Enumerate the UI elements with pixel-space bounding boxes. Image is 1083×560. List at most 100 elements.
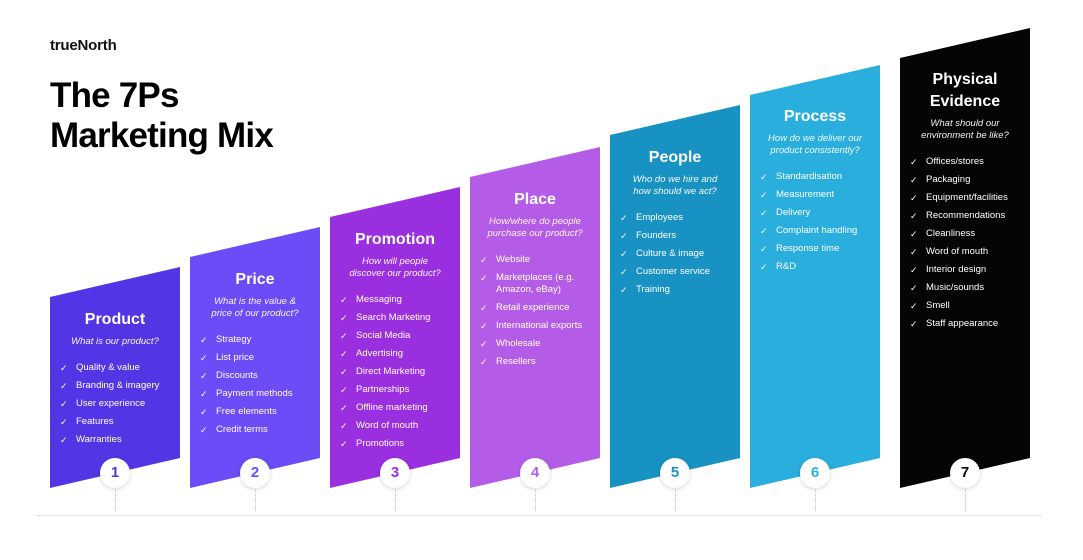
column-title-line-1: Process — [783, 108, 847, 125]
column-question: What is our product? — [71, 336, 159, 347]
checklist-item: Staff appearance — [908, 318, 1030, 330]
step-number-badge: 5 — [660, 458, 690, 488]
column-title: Process — [750, 106, 880, 128]
checklist-item: Packaging — [908, 174, 1030, 186]
checklist-item: Branding & imagery — [58, 380, 180, 392]
dotted-connector — [675, 490, 676, 512]
checklist-item: Direct Marketing — [338, 366, 460, 378]
step-number-badge: 3 — [380, 458, 410, 488]
column-question: What should our environment be like? — [921, 118, 1009, 141]
checklist-item: Response time — [758, 243, 880, 255]
checklist-item: Features — [58, 416, 180, 428]
checklist-item: Culture & image — [618, 248, 740, 260]
checklist-item: Offline marketing — [338, 402, 460, 414]
dotted-connector — [965, 490, 966, 512]
checklist-item: Standardisation — [758, 171, 880, 183]
checklist-item: Recommendations — [908, 210, 1030, 222]
checklist-item: Complaint handling — [758, 225, 880, 237]
checklist-item: Offices/stores — [908, 156, 1030, 168]
column-title: Place — [470, 189, 600, 211]
checklist-item: Wholesale — [478, 338, 600, 350]
dotted-connector — [535, 490, 536, 512]
column-background-5 — [610, 105, 740, 488]
checklist-item: Customer service — [618, 266, 740, 278]
checklist-item: Free elements — [198, 406, 320, 418]
column-background-7 — [900, 28, 1030, 488]
checklist-item: Word of mouth — [908, 246, 1030, 258]
page-title-line-2: Marketing Mix — [50, 116, 274, 155]
page-title-line-1: The 7Ps — [50, 76, 179, 115]
dotted-connector — [115, 490, 116, 512]
checklist-item: Music/sounds — [908, 282, 1030, 294]
column-title-line-1: Product — [84, 311, 146, 328]
checklist-item: Training — [618, 284, 740, 296]
column-question: How will people discover our product? — [349, 256, 441, 279]
page-title: The 7Ps Marketing Mix — [50, 76, 274, 156]
dotted-connector — [255, 490, 256, 512]
step-number-badge: 7 — [950, 458, 980, 488]
baseline-divider — [36, 515, 1042, 516]
column-title-line-1: Place — [514, 191, 556, 208]
checklist-item: Social Media — [338, 330, 460, 342]
checklist-item: Cleanliness — [908, 228, 1030, 240]
checklist-item: Messaging — [338, 294, 460, 306]
checklist-item: Marketplaces (e.g. Amazon, eBay) — [478, 272, 600, 296]
checklist-item: Strategy — [198, 334, 320, 346]
column-background-4 — [470, 147, 600, 488]
brand-logo: trueNorth — [50, 37, 117, 54]
checklist-item: Retail experience — [478, 302, 600, 314]
column-checklist: Quality & valueBranding & imageryUser ex… — [50, 362, 180, 446]
column-question: How do we deliver our product consistent… — [768, 133, 862, 156]
column-title-line-2: Evidence — [929, 93, 1001, 110]
dotted-connector — [815, 490, 816, 512]
column-checklist: MessagingSearch MarketingSocial MediaAdv… — [330, 294, 460, 450]
checklist-item: Credit terms — [198, 424, 320, 436]
column-question: What is the value & price of our product… — [211, 296, 299, 319]
step-number-badge: 4 — [520, 458, 550, 488]
column-checklist: StrategyList priceDiscountsPayment metho… — [190, 334, 320, 436]
step-number-badge: 6 — [800, 458, 830, 488]
checklist-item: Employees — [618, 212, 740, 224]
column-title-line-1: Price — [235, 271, 275, 288]
checklist-item: Equipment/facilities — [908, 192, 1030, 204]
step-number-badge: 2 — [240, 458, 270, 488]
step-number-badge: 1 — [100, 458, 130, 488]
column-title-line-1: People — [648, 149, 702, 166]
column-question: Who do we hire and how should we act? — [632, 174, 718, 197]
column-title-line-1: Promotion — [355, 231, 435, 248]
checklist-item: Promotions — [338, 438, 460, 450]
checklist-item: Payment methods — [198, 388, 320, 400]
checklist-item: Founders — [618, 230, 740, 242]
checklist-item: Delivery — [758, 207, 880, 219]
column-title: Price — [190, 269, 320, 291]
column-title: Product — [50, 309, 180, 331]
column-checklist: StandardisationMeasurementDeliveryCompla… — [750, 171, 880, 273]
column-question: How/where do people purchase our product… — [487, 216, 583, 239]
column-title-line-1: Physical — [932, 71, 998, 88]
column-checklist: WebsiteMarketplaces (e.g. Amazon, eBay) R… — [470, 254, 600, 368]
checklist-item: Word of mouth — [338, 420, 460, 432]
checklist-item: Interior design — [908, 264, 1030, 276]
checklist-item: Measurement — [758, 189, 880, 201]
checklist-item: User experience — [58, 398, 180, 410]
checklist-item: Smell — [908, 300, 1030, 312]
column-checklist: Offices/storesPackagingEquipment/facilit… — [900, 156, 1030, 330]
column-checklist: EmployeesFoundersCulture & imageCustomer… — [610, 212, 740, 296]
column-background-1 — [50, 267, 180, 488]
column-title: Promotion — [330, 229, 460, 251]
checklist-item: Resellers — [478, 356, 600, 368]
checklist-item: Discounts — [198, 370, 320, 382]
checklist-item: Advertising — [338, 348, 460, 360]
checklist-item: R&D — [758, 261, 880, 273]
checklist-item: Search Marketing — [338, 312, 460, 324]
checklist-item: List price — [198, 352, 320, 364]
column-title: People — [610, 147, 740, 169]
checklist-item: Website — [478, 254, 600, 266]
